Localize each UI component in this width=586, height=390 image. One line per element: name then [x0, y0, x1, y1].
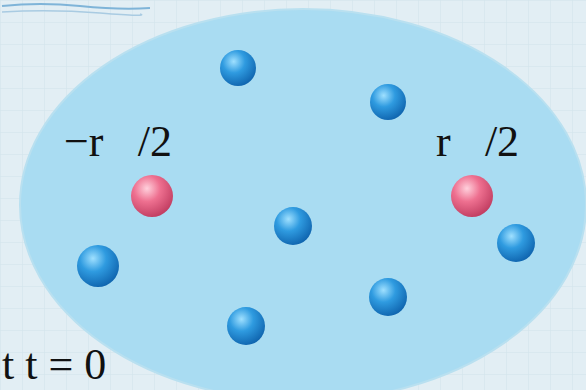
heavy-particle [451, 175, 493, 217]
position-label: −r⃗/2 [64, 120, 172, 164]
heavy-particle [131, 175, 173, 217]
medium-particle [370, 84, 406, 120]
medium-particle [497, 224, 535, 262]
time-label: t t = 0 [2, 343, 106, 387]
medium-particle [274, 207, 312, 245]
decoration [2, 11, 142, 16]
medium-particle [220, 50, 256, 86]
medium-particle [369, 278, 407, 316]
particles [77, 50, 535, 345]
medium-ellipse [20, 9, 586, 390]
medium-particle [77, 245, 119, 287]
medium-particle [227, 307, 265, 345]
position-label: r⃗/2 [436, 120, 519, 164]
decoration [2, 4, 150, 9]
